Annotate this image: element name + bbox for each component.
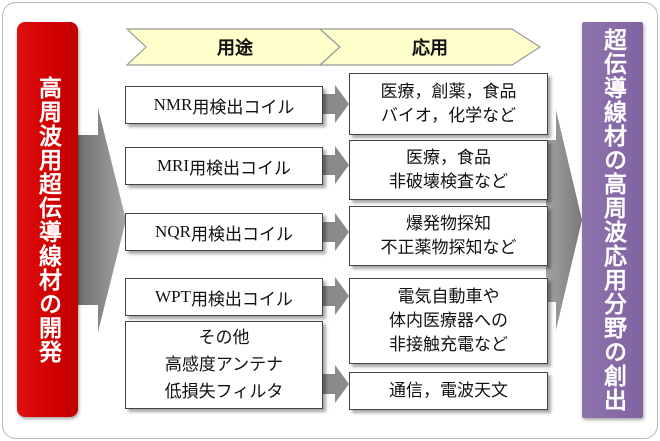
- right-box-creation: 超伝導線材の高周波応用分野の創出: [582, 22, 643, 418]
- left-box-development: 高周波用超伝導線材の開発: [17, 22, 78, 417]
- application-line: 医療，創薬，食品: [380, 82, 517, 102]
- use-other-lines: その他 高感度アンテナ 低損失フィルタ: [165, 325, 284, 406]
- application-box-nmr: 医療，創薬，食品 バイオ，化学など: [349, 73, 548, 135]
- application-line: 医療，食品: [406, 148, 491, 168]
- application-line: 通信，電波天文: [389, 381, 508, 401]
- application-line: 非破壊検査など: [389, 172, 508, 192]
- flow-arrow-right: [546, 110, 582, 330]
- use-prefix: WPT: [155, 287, 191, 306]
- use-suffix: 用検出コイル: [190, 224, 293, 245]
- header-use-label: 用途: [217, 38, 253, 59]
- use-prefix: MRI: [156, 156, 190, 175]
- row-arrow-2: [321, 146, 349, 184]
- use-box-other: その他 高感度アンテナ 低損失フィルタ: [125, 321, 323, 409]
- application-line: バイオ，化学など: [380, 106, 517, 126]
- row-arrow-1: [321, 85, 349, 123]
- flow-arrow-left: [78, 108, 126, 332]
- use-prefix: NMR: [153, 95, 193, 114]
- use-other-line: 低損失フィルタ: [164, 381, 284, 402]
- use-other-line: 高感度アンテナ: [164, 354, 284, 375]
- application-box-nqr: 爆発物探知 不正薬物探知など: [349, 206, 548, 266]
- header-application-label: 応用: [412, 38, 448, 59]
- application-line: 非接触充電など: [389, 335, 508, 355]
- use-suffix: 用検出コイル: [192, 97, 295, 118]
- row-arrow-3: [321, 213, 349, 251]
- use-suffix: 用検出コイル: [189, 158, 292, 179]
- application-line: 体内医療器への: [389, 311, 508, 331]
- application-box-mri: 医療，食品 非破壊検査など: [349, 140, 548, 200]
- use-prefix: NQR: [155, 222, 191, 241]
- application-line: 爆発物探知: [406, 214, 491, 234]
- header-chevron-application: [318, 28, 542, 66]
- application-box-wpt: 電気自動車や 体内医療器への 非接触充電など: [349, 278, 548, 364]
- row-arrow-5: [321, 365, 349, 403]
- use-suffix: 用検出コイル: [190, 289, 293, 310]
- row-arrow-4: [321, 277, 349, 315]
- application-box-other: 通信，電波天文: [349, 372, 548, 410]
- use-other-line: その他: [198, 327, 250, 348]
- application-line: 不正薬物探知など: [380, 238, 517, 258]
- application-line: 電気自動車や: [397, 287, 500, 307]
